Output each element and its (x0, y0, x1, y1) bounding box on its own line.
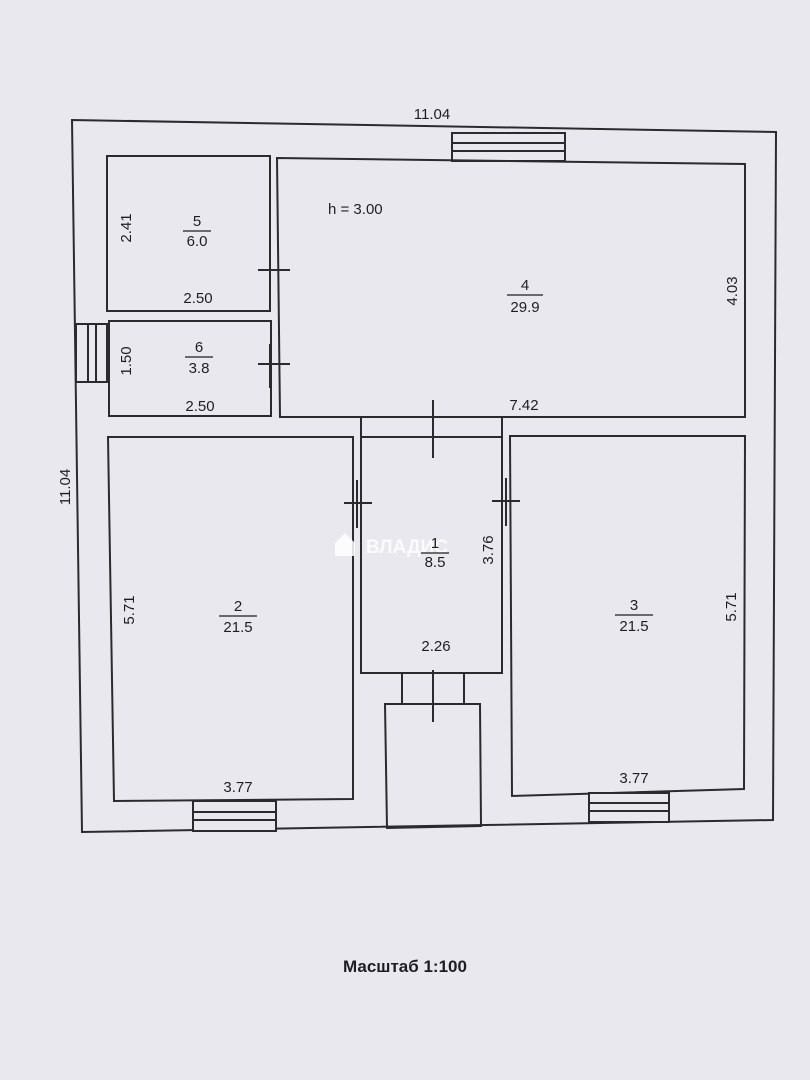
room-4-number: 4 (521, 277, 529, 294)
room-4 (275, 156, 746, 418)
scale-label: Масштаб 1:100 (343, 957, 467, 976)
window-bottom-left (192, 800, 277, 832)
window-top (451, 132, 566, 162)
room-5-height-dim: 2.41 (118, 213, 135, 242)
room-3 (508, 435, 747, 798)
room-4-width-dim: 7.42 (509, 397, 538, 414)
room-2-width-dim: 3.77 (223, 779, 252, 796)
room-5-width-dim: 2.50 (183, 290, 212, 307)
window-left (75, 323, 108, 383)
door-marks (258, 246, 520, 722)
room-6-width-dim: 2.50 (185, 398, 214, 415)
room-1-height-dim: 3.76 (480, 535, 497, 564)
room-5-number: 5 (193, 213, 201, 230)
room-4-area: 29.9 (510, 299, 539, 316)
room-2-area: 21.5 (223, 619, 252, 636)
room-3-width-dim: 3.77 (619, 770, 648, 787)
room-3-height-dim: 5.71 (723, 592, 740, 621)
room-3-area: 21.5 (619, 618, 648, 635)
room-6-number: 6 (195, 339, 203, 356)
room-1-width-dim: 2.26 (421, 638, 450, 655)
outer-width-label: 11.04 (414, 106, 450, 123)
room-6-area: 3.8 (189, 360, 210, 377)
room-3-number: 3 (630, 597, 638, 614)
room-2-number: 2 (234, 598, 242, 615)
room-2-height-dim: 5.71 (121, 595, 138, 624)
room-5 (106, 155, 271, 312)
room-1-number: 1 (431, 535, 439, 552)
outer-wall (70, 118, 778, 834)
room-4-height-dim: 4.03 (724, 276, 741, 305)
room-6-height-dim: 1.50 (118, 346, 135, 375)
room-1-area: 8.5 (425, 554, 446, 571)
room-2 (106, 436, 354, 803)
room-5-area: 6.0 (187, 233, 208, 250)
ceiling-height-label: h = 3.00 (328, 201, 383, 218)
window-bottom-right (588, 792, 670, 823)
outer-height-label: 11.04 (57, 469, 74, 505)
